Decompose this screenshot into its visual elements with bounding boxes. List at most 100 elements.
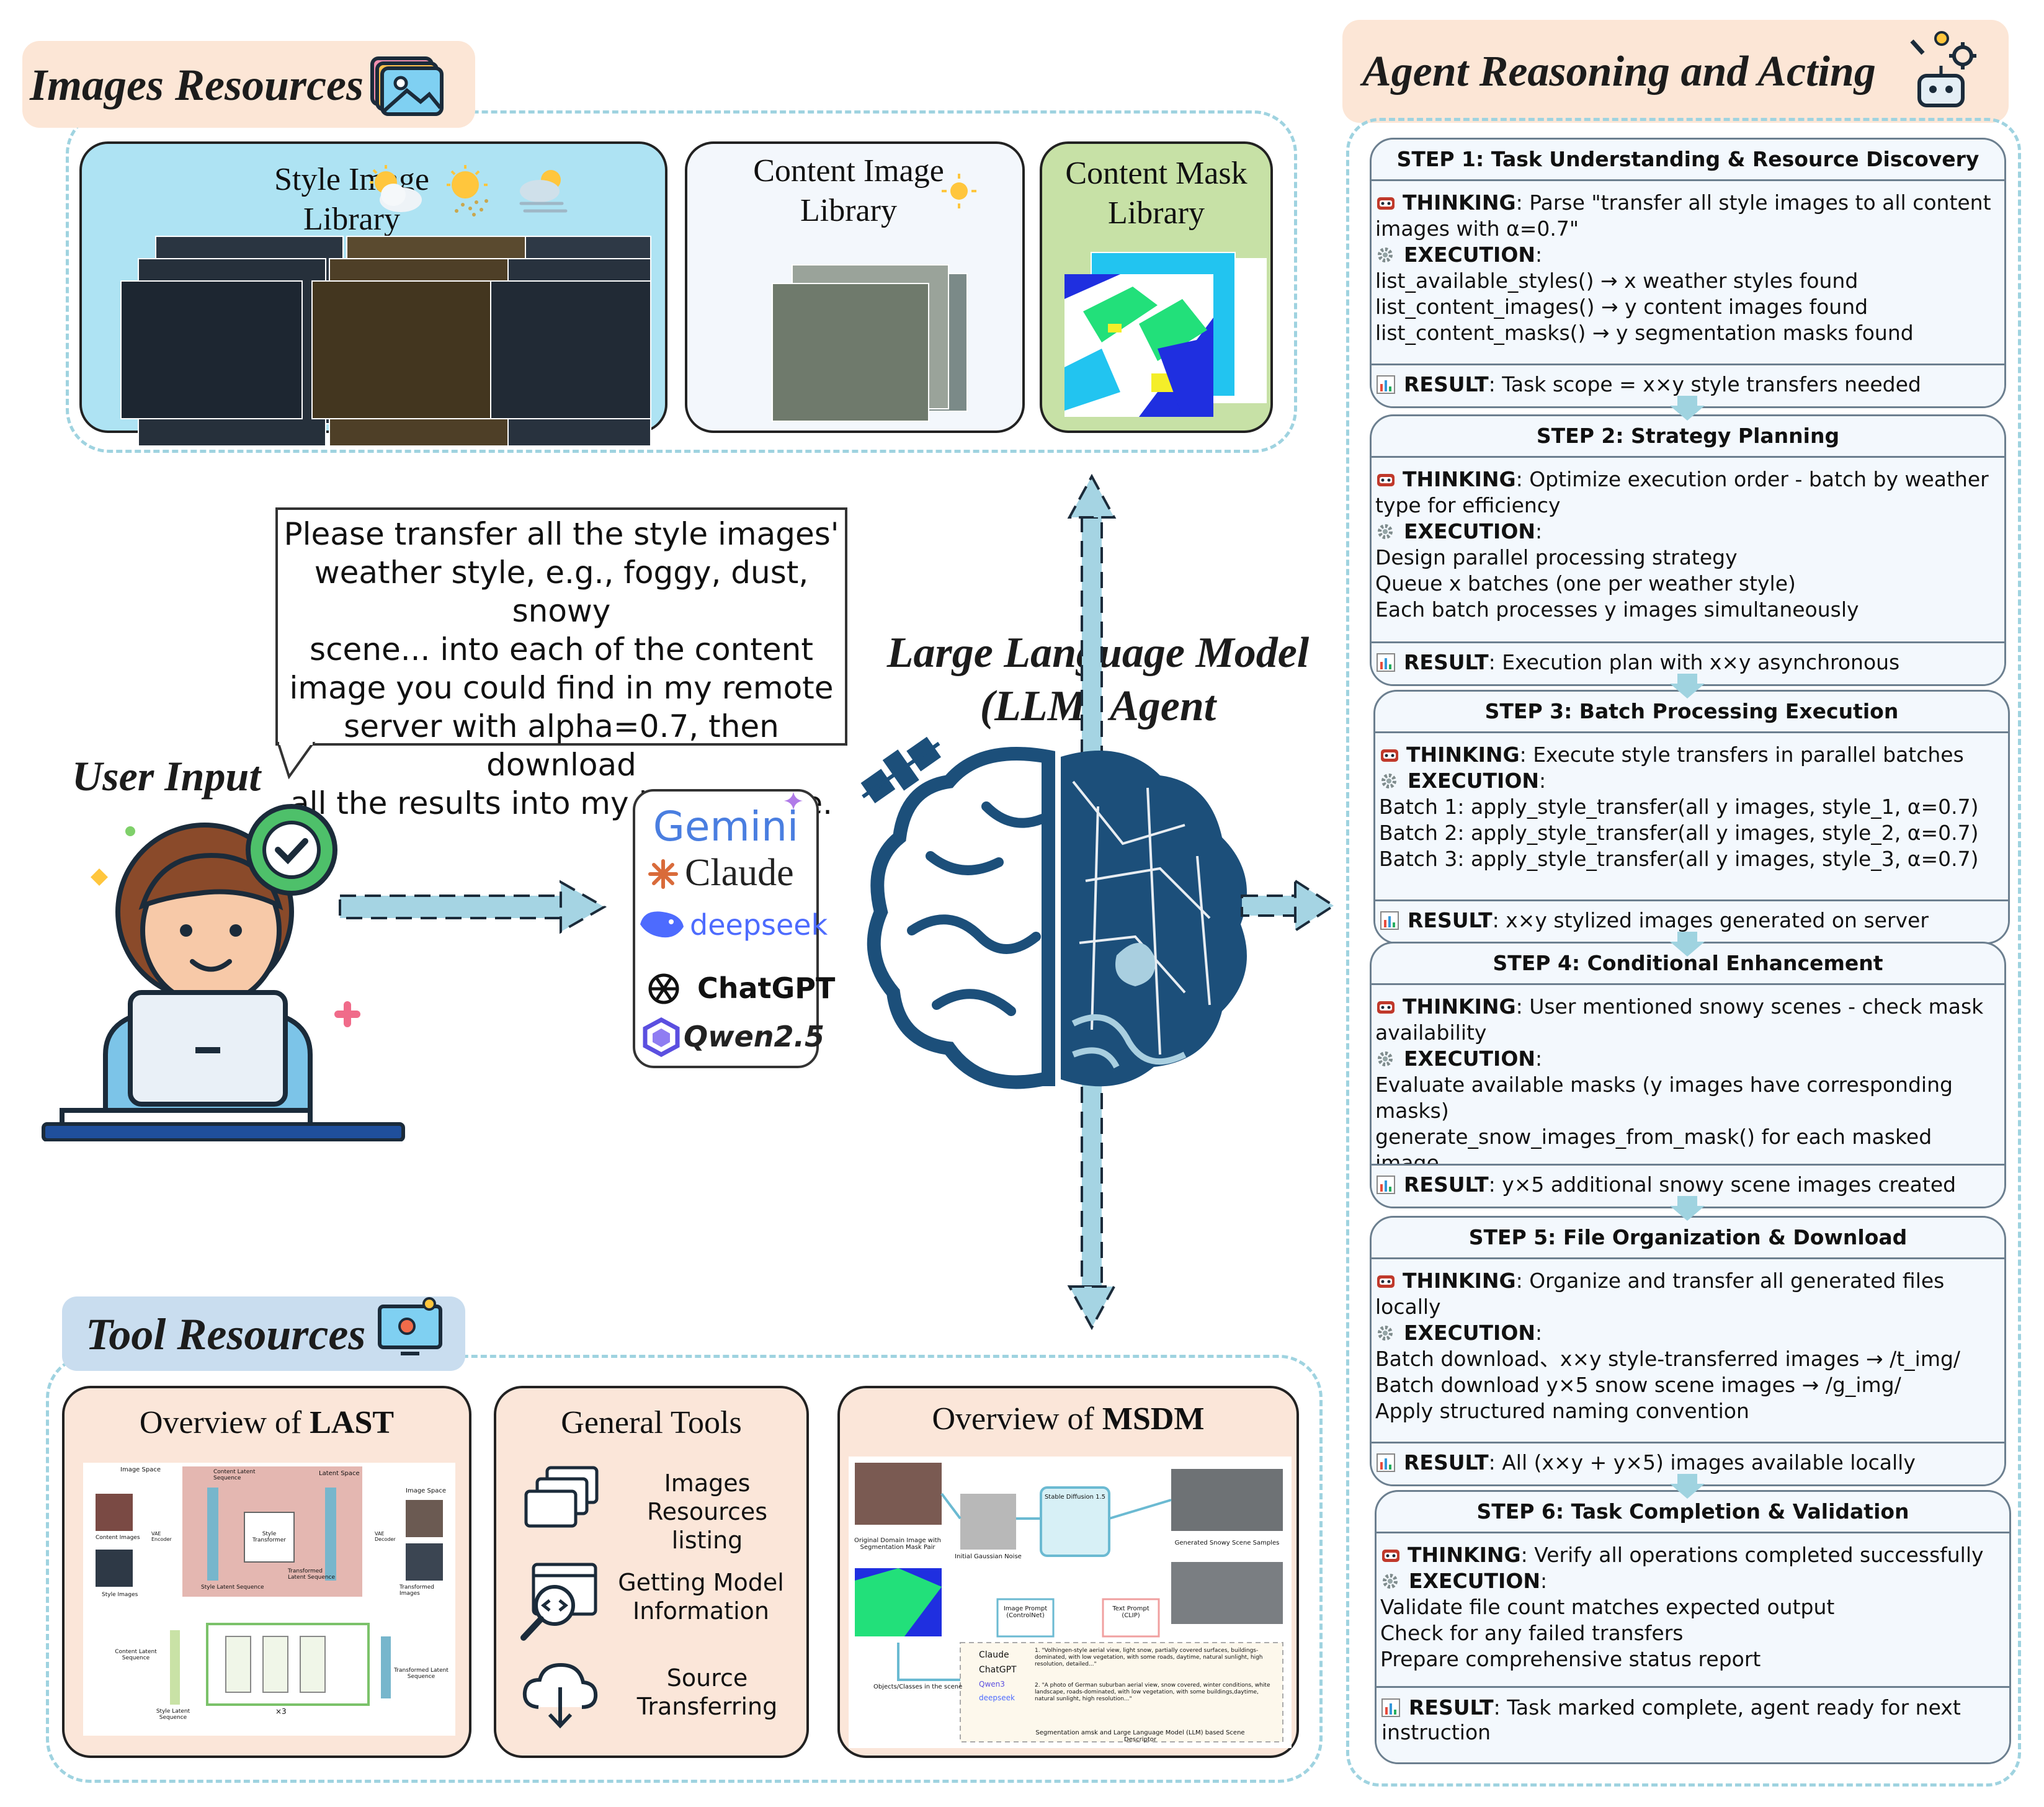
step-title: STEP 3: Batch Processing Execution bbox=[1375, 692, 2008, 733]
images-resources-title: Images Resources bbox=[30, 60, 364, 110]
msdm-label-objects-classes: Objects/Classes in the scene bbox=[873, 1684, 963, 1690]
agent-step-6: STEP 6: Task Completion & Validation THI… bbox=[1375, 1490, 2011, 1764]
step-result: RESULT: Task scope = x×y style transfers… bbox=[1372, 364, 2004, 406]
agent-step-1: STEP 1: Task Understanding & Resource Di… bbox=[1370, 138, 2006, 408]
msdm-label-qwen3: Qwen3 bbox=[979, 1680, 1005, 1689]
sun-icon bbox=[940, 172, 978, 210]
tool-getting-model-line2: Information bbox=[633, 1597, 769, 1625]
general-tools-panel: General Tools Images Resources listing G… bbox=[494, 1386, 809, 1758]
result-text: : x×y stylized images generated on serve… bbox=[1492, 908, 1929, 932]
gear-icon bbox=[1375, 522, 1395, 542]
execution-suffix: : bbox=[1539, 769, 1546, 793]
result-label: RESULT bbox=[1404, 650, 1489, 674]
step-thinking: THINKING: Execute style transfers in par… bbox=[1379, 742, 2004, 768]
speech-line: scene... into each of the content bbox=[310, 631, 813, 667]
result-label: RESULT bbox=[1408, 908, 1493, 932]
last-label-image-space: Image Space bbox=[120, 1466, 161, 1473]
content-mask-library-panel: Content Mask Library bbox=[1040, 141, 1273, 433]
last-label-content-latent: Content Latent Sequence bbox=[213, 1469, 256, 1481]
arrow-llm-to-agent bbox=[1241, 878, 1336, 933]
mask-library-title-line2: Library bbox=[1108, 195, 1205, 231]
step-exec-line: Prepare comprehensive status report bbox=[1380, 1647, 1761, 1671]
tool-source-transferring-line2: Transferring bbox=[636, 1693, 778, 1720]
step-exec-line: list_content_images() → y content images… bbox=[1375, 295, 1868, 319]
last-label-times3: ×3 bbox=[275, 1707, 287, 1716]
gear-icon bbox=[1375, 1049, 1395, 1069]
user-at-laptop-illustration bbox=[37, 782, 409, 1142]
last-label-vae-decoder: VAE Decoder bbox=[375, 1531, 396, 1542]
general-tools-title: General Tools bbox=[561, 1405, 742, 1440]
gear-icon bbox=[1375, 245, 1395, 265]
tool-images-listing-line1: Images bbox=[664, 1470, 751, 1497]
robot-gear-icon bbox=[1898, 29, 1985, 115]
msdm-title-prefix: Overview of bbox=[932, 1401, 1102, 1437]
speech-bubble: Please transfer all the style images'wea… bbox=[275, 507, 847, 821]
step-execution-header: EXECUTION: bbox=[1375, 1320, 2001, 1346]
last-overview-panel: Overview of LAST Image Space Latent Spac… bbox=[62, 1386, 471, 1758]
thinking-label: THINKING bbox=[1403, 190, 1516, 215]
agent-title: Agent Reasoning and Acting bbox=[1362, 48, 1876, 96]
thinking-text: : Organize and transfer all generated fi… bbox=[1375, 1269, 1945, 1319]
last-label-content-latent-bottom: Content Latent Sequence bbox=[115, 1649, 157, 1661]
msdm-diagram: Original Domain Image with Segmentation … bbox=[849, 1457, 1292, 1748]
cloudy-weather-icon bbox=[365, 164, 427, 220]
last-label-style-transformer: Style Transformer bbox=[252, 1531, 286, 1543]
step-exec-line: Batch download y×5 snow scene images → /… bbox=[1375, 1373, 1901, 1397]
last-label-content-images: Content Images bbox=[96, 1535, 140, 1541]
gear-icon bbox=[1379, 771, 1399, 791]
execution-suffix: : bbox=[1535, 243, 1543, 267]
bar-chart-icon bbox=[1380, 904, 1399, 930]
last-label-vae-encoder: VAE Encoder bbox=[151, 1531, 172, 1542]
picture-gallery-icon bbox=[370, 55, 444, 117]
step-result: RESULT: Task marked complete, agent read… bbox=[1377, 1686, 2009, 1762]
step-exec-line: Validate file count matches expected out… bbox=[1380, 1595, 1835, 1619]
thinking-label: THINKING bbox=[1403, 994, 1516, 1019]
qwen-logo: Qwen2.5 bbox=[684, 1020, 825, 1053]
msdm-label-descriptor: Segmentation amsk and Large Language Mod… bbox=[1035, 1729, 1245, 1743]
thinking-text: : Parse "transfer all style images to al… bbox=[1375, 190, 1991, 241]
agent-title-box bbox=[1342, 20, 2009, 123]
step-execution-header: EXECUTION: bbox=[1380, 1568, 2006, 1594]
execution-label: EXECUTION bbox=[1404, 519, 1536, 543]
content-library-title-line2: Library bbox=[800, 193, 897, 228]
tool-images-listing: Images Resources listing bbox=[614, 1469, 800, 1555]
images-stack-icon bbox=[520, 1465, 600, 1533]
step-exec-line: Check for any failed transfers bbox=[1380, 1621, 1684, 1645]
tool-resources-frame bbox=[46, 1355, 1323, 1783]
execution-label: EXECUTION bbox=[1408, 769, 1540, 793]
gemini-sparkle-icon bbox=[784, 792, 803, 810]
thinking-label: THINKING bbox=[1406, 743, 1520, 767]
msdm-label-gaussian-noise: Initial Gaussian Noise bbox=[955, 1553, 1022, 1560]
last-title-bold: LAST bbox=[310, 1405, 395, 1440]
last-label-style-images: Style Images bbox=[102, 1592, 138, 1598]
last-label-transformed-latent: Transformed Latent Sequence bbox=[288, 1568, 336, 1581]
msdm-label-deepseek: deepseek bbox=[979, 1693, 1015, 1702]
msdm-prompt-2: 2. "A photo of German suburban aerial vi… bbox=[1035, 1682, 1270, 1702]
agent-step-3: STEP 3: Batch Processing Execution THINK… bbox=[1373, 690, 2010, 944]
result-text: : Task scope = x×y style transfers neede… bbox=[1488, 372, 1921, 396]
bar-chart-icon bbox=[1381, 1698, 1400, 1717]
speech-line: server with alpha=0.7, then download bbox=[344, 708, 779, 783]
chatgpt-icon bbox=[644, 969, 684, 1009]
gear-icon bbox=[1380, 1571, 1400, 1591]
msdm-title-bold: MSDM bbox=[1102, 1401, 1205, 1437]
arrow-user-to-llm bbox=[339, 880, 607, 934]
images-resources-frame bbox=[66, 110, 1297, 453]
msdm-label-image-prompt: Image Prompt (ControlNet) bbox=[1003, 1605, 1048, 1619]
result-text: : Task marked complete, agent ready for … bbox=[1381, 1695, 1961, 1744]
step-exec-line: list_content_masks() → y segmentation ma… bbox=[1375, 321, 1914, 345]
chatgpt-logo: ChatGPT bbox=[697, 971, 836, 1005]
step-exec-line: Evaluate available masks (y images have … bbox=[1375, 1073, 1953, 1123]
step-title: STEP 1: Task Understanding & Resource Di… bbox=[1372, 140, 2004, 181]
step-thinking: THINKING: Optimize execution order - bat… bbox=[1375, 466, 2001, 519]
result-text: : Execution plan with x×y asynchronous o… bbox=[1488, 650, 1900, 674]
robot-icon bbox=[1379, 744, 1400, 763]
deepseek-whale-icon bbox=[638, 906, 687, 943]
step-exec-line: Batch 2: apply_style_transfer(all y imag… bbox=[1379, 821, 1979, 845]
result-label: RESULT bbox=[1409, 1695, 1494, 1720]
thinking-label: THINKING bbox=[1408, 1543, 1521, 1567]
claude-icon bbox=[648, 859, 679, 890]
step-connector-arrow bbox=[1669, 1196, 1706, 1221]
step-exec-line: Batch 3: apply_style_transfer(all y imag… bbox=[1379, 847, 1979, 871]
bar-chart-icon bbox=[1377, 368, 1395, 394]
